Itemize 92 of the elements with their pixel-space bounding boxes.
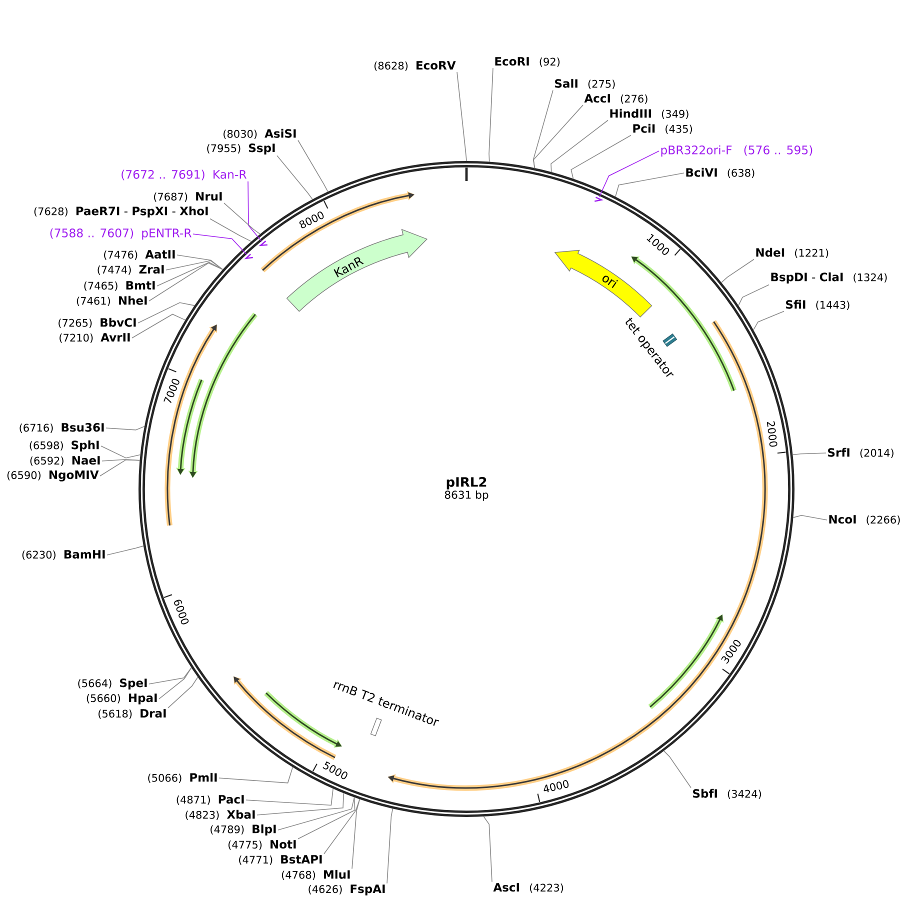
site-label: (4626) FspAI	[308, 884, 385, 896]
site-label: SbfI (3424)	[693, 788, 761, 800]
leader-line	[100, 460, 140, 476]
primer-label: pBR322ori-F (576 .. 595)	[661, 145, 812, 157]
site-label: (7687) NruI	[154, 192, 222, 202]
site-label: BciVI (638)	[686, 168, 754, 178]
leader-line	[148, 262, 224, 302]
site-label: (7461) NheI	[76, 296, 147, 306]
leader-line	[278, 796, 355, 830]
site-label: SrfI (2014)	[828, 448, 894, 458]
primer-mark	[245, 254, 253, 260]
leader-line	[386, 808, 394, 884]
site-label: (8030) AsiSI	[224, 128, 296, 140]
site-label: (7465) BmtI	[84, 281, 155, 291]
leader-line	[176, 254, 224, 270]
leader-line	[132, 314, 186, 338]
leader-line	[210, 218, 252, 242]
site-label: (6598) SphI	[30, 440, 99, 452]
leader-line	[533, 104, 584, 169]
leader-line	[102, 459, 140, 462]
leader-line	[721, 258, 754, 283]
site-label: (6592) NaeI	[30, 456, 100, 466]
leader-line	[148, 667, 192, 684]
site-label: (7476) AatII	[104, 250, 175, 260]
leader-line	[106, 426, 145, 430]
site-label: (4768) MluI	[282, 870, 350, 880]
leader-line	[138, 302, 195, 324]
primer-mark	[260, 240, 268, 246]
site-label: NcoI (2266)	[829, 515, 900, 525]
site-label: BspDI - ClaI (1324)	[771, 272, 887, 284]
site-label: SfiI (1443)	[786, 300, 850, 310]
leader-line	[792, 515, 828, 520]
leader-line	[550, 120, 608, 173]
leader-line	[664, 750, 692, 788]
tick-label: 7000	[164, 378, 180, 404]
site-label: (6716) Bsu36I	[20, 423, 104, 433]
tick-label: 6000	[174, 600, 189, 624]
leader-line	[615, 172, 684, 198]
site-label: (8628) EcoRV	[374, 61, 456, 71]
site-label: (4789) BlpI	[210, 824, 276, 836]
site-label: HindIII (349)	[610, 108, 688, 120]
site-label: (7265) BbvCI	[58, 318, 136, 328]
leader-line	[456, 72, 467, 162]
site-label: (7955) SspI	[207, 144, 275, 154]
leader-line	[168, 676, 198, 708]
site-label: (7210) AvrII	[60, 333, 130, 343]
leader-line	[598, 150, 660, 198]
site-label: (6230) BamHI	[22, 550, 105, 560]
site-label: (6590) NgoMIV	[7, 470, 99, 482]
leader-line	[488, 68, 494, 162]
leader-line	[224, 202, 260, 234]
leader-line	[248, 181, 262, 242]
leader-line	[166, 260, 224, 270]
tick-label: 2000	[766, 421, 778, 447]
leader-line	[158, 667, 192, 700]
leader-line	[100, 446, 141, 458]
site-label: EcoRI (92)	[495, 57, 560, 67]
site-label: (5660) HpaI	[86, 694, 157, 704]
leader-line	[298, 140, 328, 192]
site-label: (7628) PaeR7I - PspXI - XhoI	[34, 206, 208, 218]
site-label: PciI (435)	[633, 124, 692, 134]
primer-mark	[594, 196, 602, 202]
leader-line	[352, 798, 360, 870]
leader-line	[246, 788, 334, 806]
leader-line	[192, 234, 248, 255]
site-label: (5066) PmlI	[148, 772, 217, 784]
primer-label: (7588 .. 7607) pENTR-R	[50, 228, 192, 240]
leader-line	[738, 284, 770, 306]
leader-line	[298, 796, 356, 840]
site-label: (5664) SpeI	[78, 678, 147, 690]
leader-line	[276, 155, 313, 200]
leader-line	[218, 766, 294, 784]
site-label: (4823) XbaI	[186, 810, 255, 820]
leader-line	[752, 310, 784, 330]
leader-line	[324, 798, 360, 854]
leader-line	[483, 816, 492, 882]
site-label: (4871) PacI	[176, 795, 244, 805]
leader-line	[106, 546, 144, 556]
site-label: (4771) BstAPI	[239, 855, 322, 865]
site-label: AccI (276)	[584, 94, 648, 104]
leader-line	[570, 134, 632, 180]
site-label: SalI (275)	[555, 78, 615, 90]
site-label: AscI (4223)	[493, 883, 564, 893]
tick-label: 4000	[544, 780, 569, 792]
site-label: NdeI (1221)	[756, 248, 828, 258]
leader-line	[156, 262, 224, 286]
primer-label: (7672 .. 7691) Kan-R	[122, 170, 246, 180]
site-label: (5618) DraI	[98, 709, 166, 719]
leader-line	[256, 792, 344, 816]
leader-line	[792, 452, 826, 456]
site-label: (7474) ZraI	[98, 265, 164, 275]
site-label: (4775) NotI	[228, 840, 296, 850]
